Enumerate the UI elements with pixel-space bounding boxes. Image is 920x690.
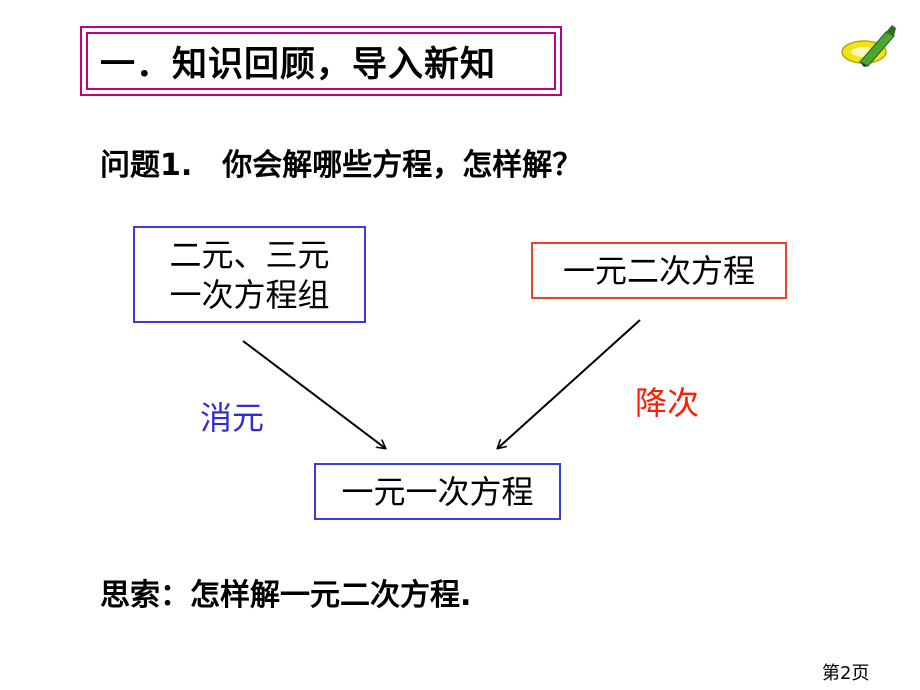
arrow-reduce-degree	[498, 319, 641, 448]
question-text: 问题1. 你会解哪些方程，怎样解？	[100, 148, 583, 183]
arrow-elimination	[242, 340, 385, 448]
elimination-label: 消元	[200, 399, 265, 437]
section-title: 一．知识回顾，导入新知	[86, 32, 556, 90]
quadratic-equation-box: 一元二次方程	[531, 242, 787, 299]
linear-equation-box: 一元一次方程	[314, 463, 561, 520]
equation-system-line2: 一次方程组	[169, 275, 330, 314]
quadratic-equation-label: 一元二次方程	[562, 251, 755, 290]
equation-system-box: 二元、三元 一次方程组	[133, 226, 366, 323]
reduce-degree-label: 降次	[635, 384, 700, 422]
page-number: 第2页	[822, 663, 870, 684]
equation-system-line1: 二元、三元	[169, 235, 330, 274]
section-title-box: 一．知识回顾，导入新知	[80, 26, 562, 96]
thinking-text: 思索：怎样解一元二次方程.	[100, 578, 472, 613]
pencil-icon	[841, 25, 896, 67]
linear-equation-label: 一元一次方程	[341, 472, 534, 511]
